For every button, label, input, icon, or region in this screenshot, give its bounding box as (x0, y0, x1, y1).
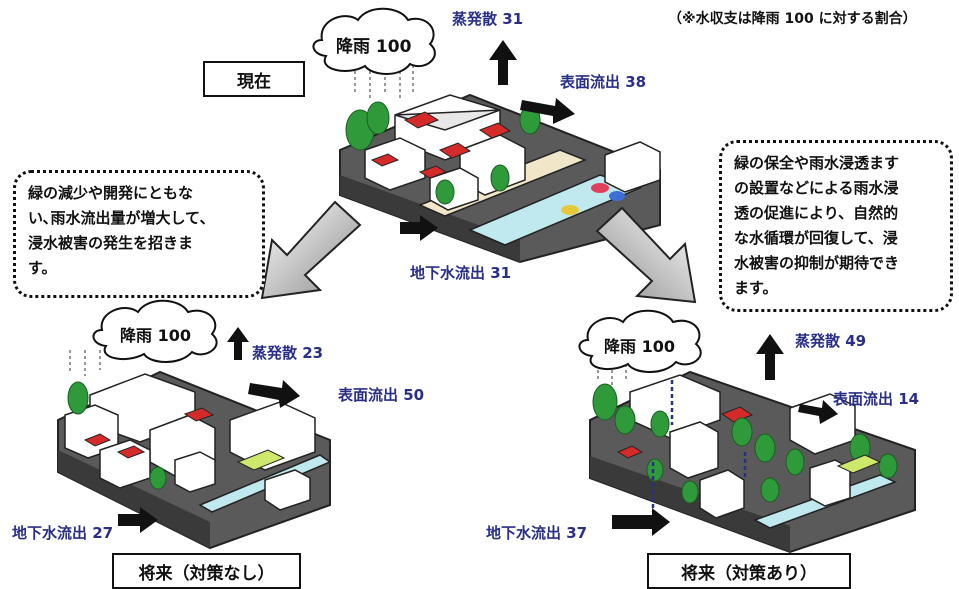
future-with-surface-runoff: 表面流出 14 (833, 390, 920, 408)
current-groundwater: 地下水流出 31 (410, 264, 512, 282)
future-no-evaporation: 蒸発散 23 (252, 344, 324, 362)
future-with-evaporation: 蒸発散 49 (795, 332, 867, 350)
future-with-measures-scene (578, 309, 916, 554)
future-no-rain-label: 降雨 100 (120, 326, 191, 345)
callout-with-measures: 緑の保全や雨水浸透ます の設置などによる雨水浸 透の促進により、自然的 な水循環… (719, 140, 953, 312)
transition-arrows (260, 200, 697, 304)
callout-no-measures: 緑の減少や開発にともな い､雨水流出量が増大して､ 浸水被害の発生を招きま す。 (13, 170, 265, 298)
future-no-groundwater: 地下水流出 27 (12, 524, 114, 542)
current-surface-runoff: 表面流出 38 (560, 73, 647, 91)
ratio-note: （※水収支は降雨 100 に対する割合） (668, 11, 917, 27)
current-rain-label: 降雨 100 (336, 37, 412, 57)
future-no-measures-label: 将来（対策なし） (112, 553, 301, 589)
current-scene (312, 7, 661, 264)
current-evaporation: 蒸発散 31 (452, 10, 524, 28)
future-no-surface-runoff: 表面流出 50 (338, 386, 425, 404)
future-with-measures-label: 将来（対策あり） (647, 553, 851, 589)
future-with-groundwater: 地下水流出 37 (486, 524, 588, 542)
future-no-measures-scene (57, 299, 332, 550)
current-label: 現在 (203, 61, 305, 97)
future-with-rain-label: 降雨 100 (604, 337, 675, 356)
